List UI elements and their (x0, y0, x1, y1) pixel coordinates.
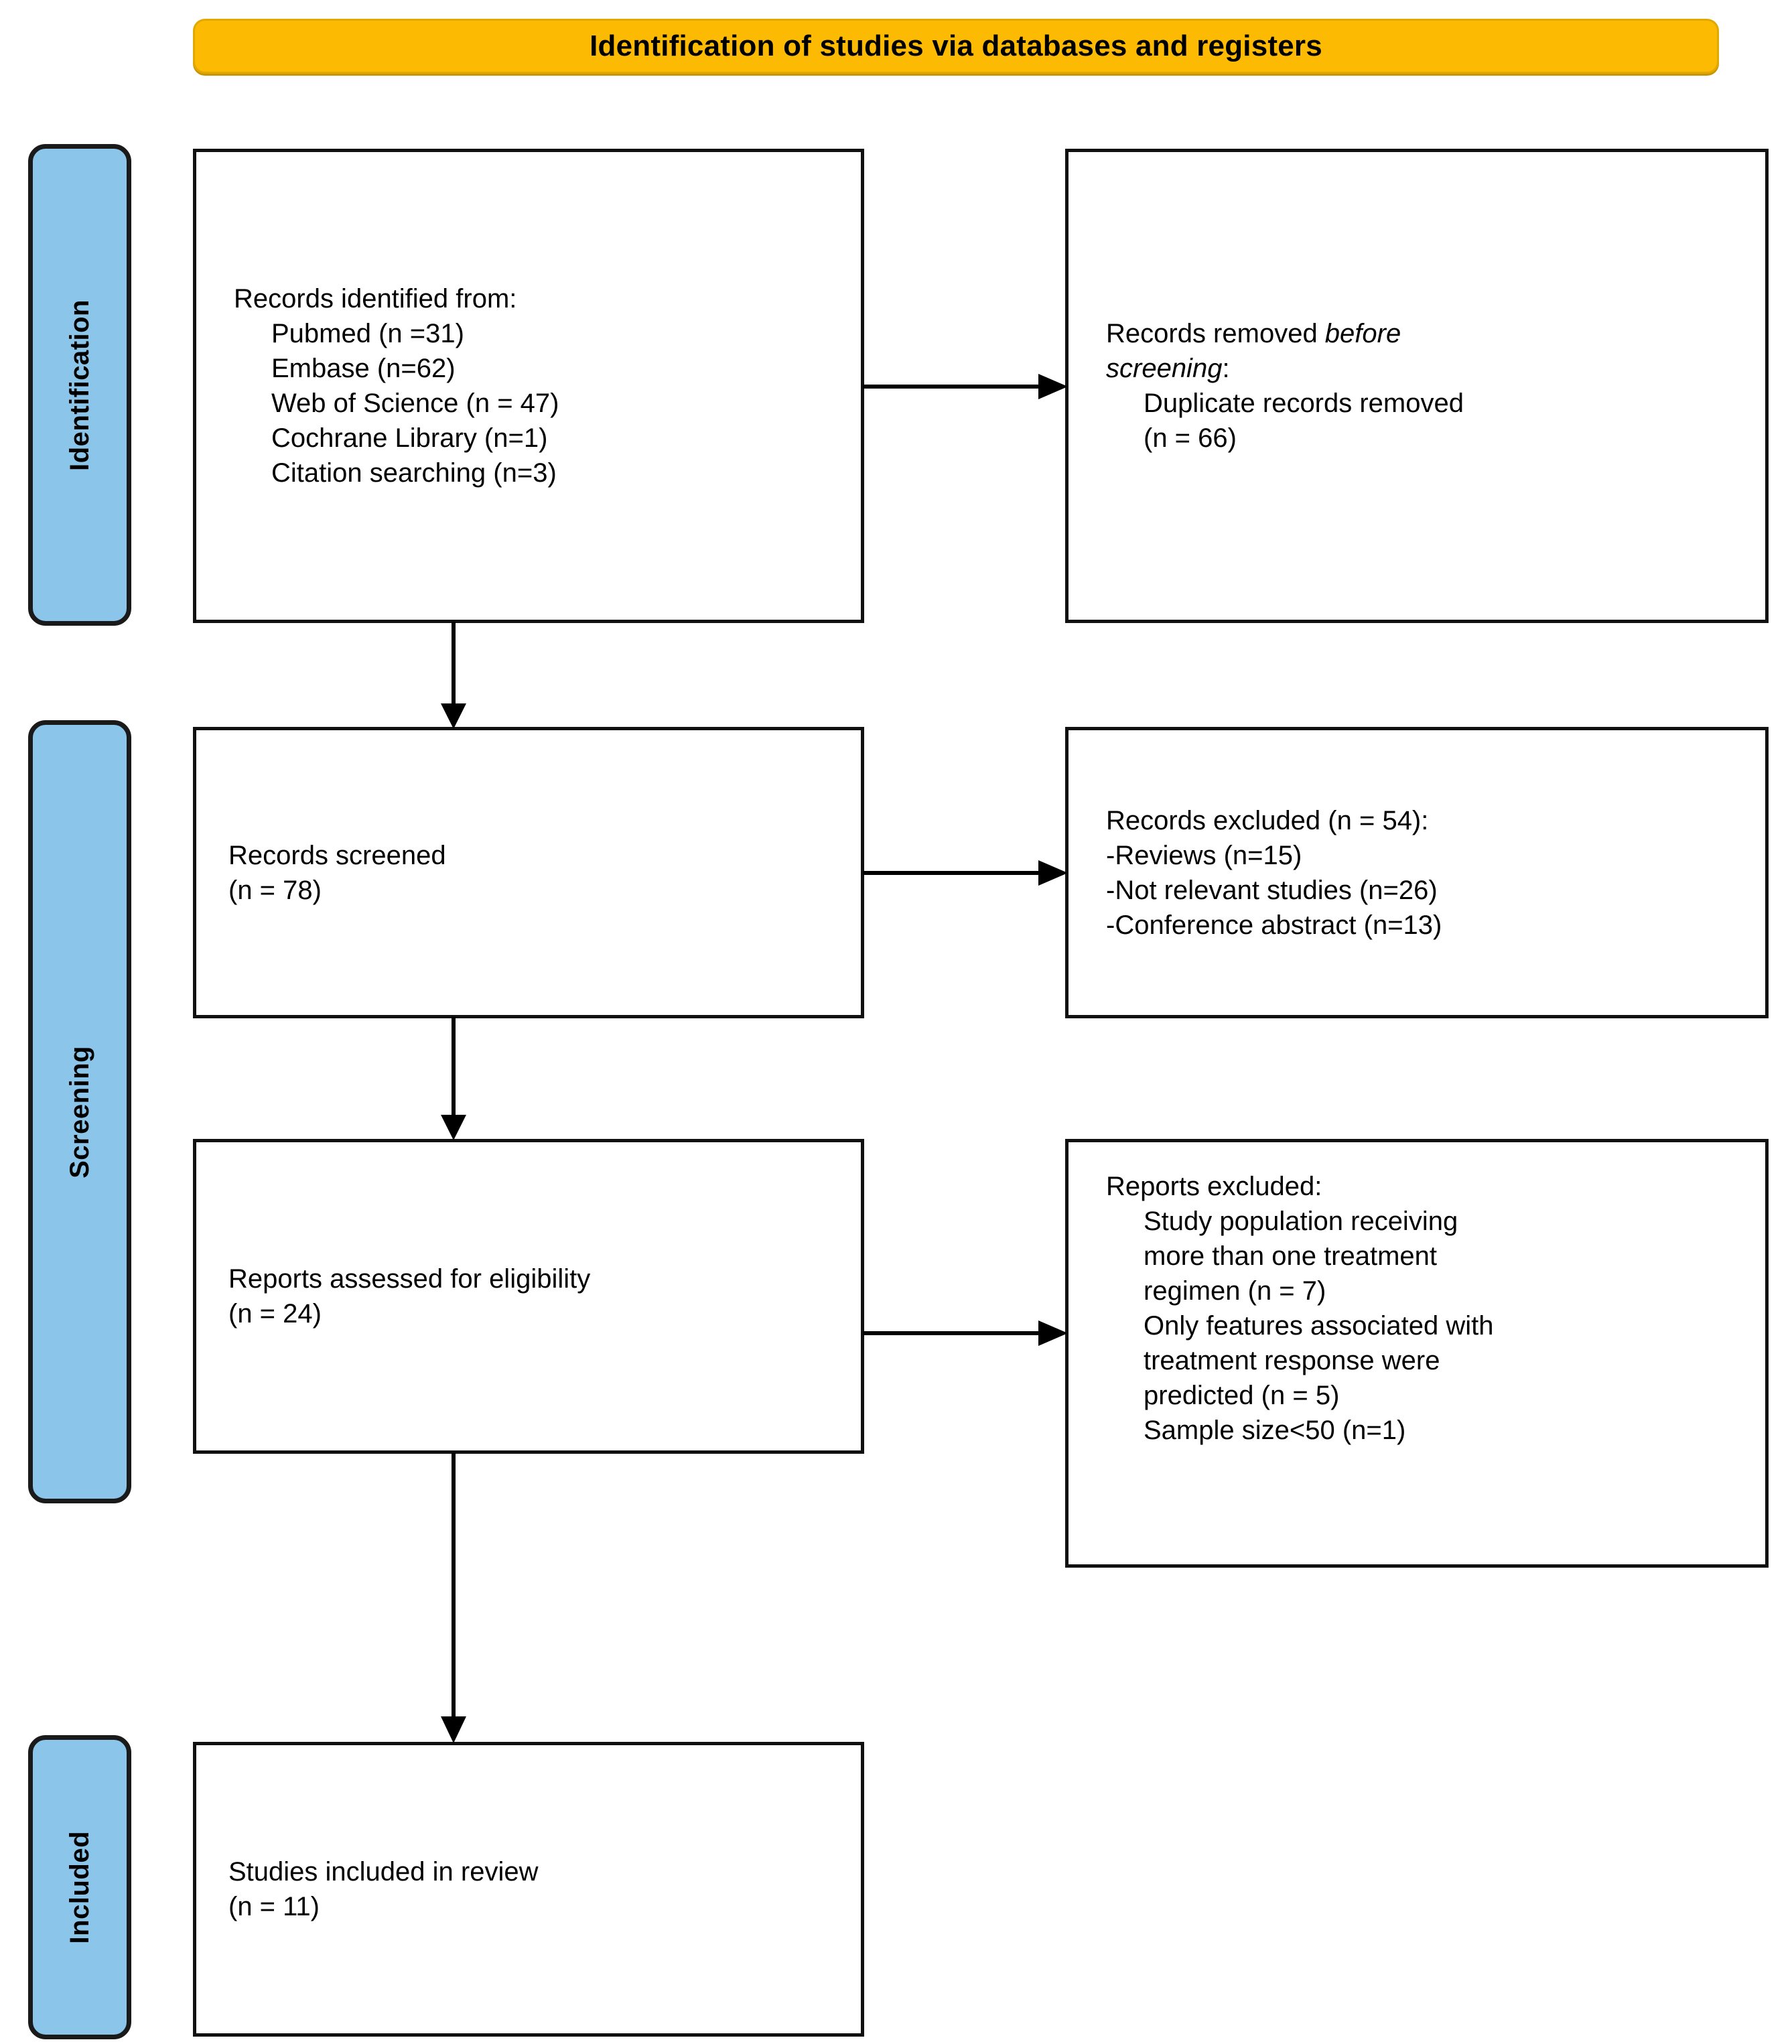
stage-label-screening-text: Screening (64, 1045, 94, 1178)
reports-assessed-count: (n = 24) (228, 1299, 322, 1328)
stage-label-included-text: Included (64, 1830, 94, 1944)
records-identified-source-embase: Embase (n=62) (271, 354, 456, 383)
reports-excluded-reason1-l2: more than one treatment (1144, 1241, 1438, 1271)
records-screened-count: (n = 78) (228, 875, 322, 905)
records-removed-duplicates-count: (n = 66) (1144, 423, 1237, 453)
box-reports-excluded-content: Reports excluded: Study population recei… (1106, 1169, 1748, 1448)
records-excluded-heading: Records excluded (n = 54): (1106, 805, 1429, 835)
reports-excluded-reason1-l1: Study population receiving (1144, 1207, 1458, 1236)
records-excluded-conference: -Conference abstract (n=13) (1106, 910, 1442, 940)
box-records-identified-content: Records identified from: Pubmed (n =31) … (234, 281, 843, 490)
box-records-excluded: Records excluded (n = 54): -Reviews (n=1… (1065, 727, 1769, 1018)
box-reports-assessed-content: Reports assessed for eligibility (n = 24… (228, 1262, 843, 1331)
records-excluded-reviews: -Reviews (n=15) (1106, 840, 1302, 870)
reports-excluded-reason2-l2: treatment response were (1144, 1346, 1440, 1375)
box-records-identified: Records identified from: Pubmed (n =31) … (193, 149, 864, 623)
records-removed-heading-plain: Records removed (1106, 319, 1325, 348)
records-excluded-notrelevant: -Not relevant studies (n=26) (1106, 875, 1438, 905)
records-removed-heading-italic-before: before (1324, 319, 1401, 348)
stage-label-included: Included (28, 1735, 131, 2039)
stage-label-identification-text: Identification (64, 299, 94, 471)
reports-excluded-reason1-l3: regimen (n = 7) (1144, 1276, 1326, 1306)
reports-excluded-heading: Reports excluded: (1106, 1172, 1322, 1201)
box-records-excluded-content: Records excluded (n = 54): -Reviews (n=1… (1106, 803, 1748, 943)
records-identified-source-pubmed: Pubmed (n =31) (271, 319, 464, 348)
records-removed-heading-line1: Records removed before (1106, 316, 1748, 351)
box-records-removed-content: Records removed before screening: Duplic… (1106, 316, 1748, 456)
studies-included-label: Studies included in review (228, 1857, 539, 1887)
stage-label-identification: Identification (28, 144, 131, 626)
records-identified-source-wos: Web of Science (n = 47) (271, 389, 559, 418)
reports-excluded-reason2-l1: Only features associated with (1144, 1311, 1494, 1341)
box-studies-included-content: Studies included in review (n = 11) (228, 1854, 843, 1924)
box-studies-included: Studies included in review (n = 11) (193, 1742, 864, 2037)
records-removed-heading-italic-screening: screening (1106, 354, 1223, 383)
reports-excluded-reason3: Sample size<50 (n=1) (1144, 1416, 1406, 1445)
reports-assessed-label: Reports assessed for eligibility (228, 1264, 591, 1294)
reports-excluded-reason2-l3: predicted (n = 5) (1144, 1381, 1340, 1410)
arrow-screened-to-records-excluded (863, 856, 1071, 890)
arrow-eligibility-to-included (435, 1452, 476, 1745)
box-reports-assessed-eligibility: Reports assessed for eligibility (n = 24… (193, 1139, 864, 1454)
box-records-removed: Records removed before screening: Duplic… (1065, 149, 1769, 623)
records-identified-heading: Records identified from: (234, 284, 517, 314)
records-removed-heading-colon: : (1222, 354, 1230, 383)
arrow-screened-to-eligibility (435, 1017, 476, 1142)
arrow-eligibility-to-reports-excluded (863, 1316, 1071, 1350)
records-identified-source-cochrane: Cochrane Library (n=1) (271, 423, 548, 453)
arrow-identified-to-screened (435, 622, 476, 730)
records-identified-source-citation: Citation searching (n=3) (271, 458, 557, 488)
records-removed-heading-line2: screening: (1106, 351, 1748, 386)
diagram-header-banner: Identification of studies via databases … (193, 19, 1719, 74)
box-reports-excluded: Reports excluded: Study population recei… (1065, 1139, 1769, 1568)
box-records-screened-content: Records screened (n = 78) (228, 838, 843, 908)
stage-label-screening: Screening (28, 720, 131, 1503)
studies-included-count: (n = 11) (228, 1892, 320, 1921)
records-removed-duplicates: Duplicate records removed (1144, 389, 1464, 418)
banner-title: Identification of studies via databases … (590, 29, 1322, 62)
records-screened-label: Records screened (228, 840, 446, 870)
box-records-screened: Records screened (n = 78) (193, 727, 864, 1018)
arrow-identified-to-removed (863, 370, 1071, 403)
